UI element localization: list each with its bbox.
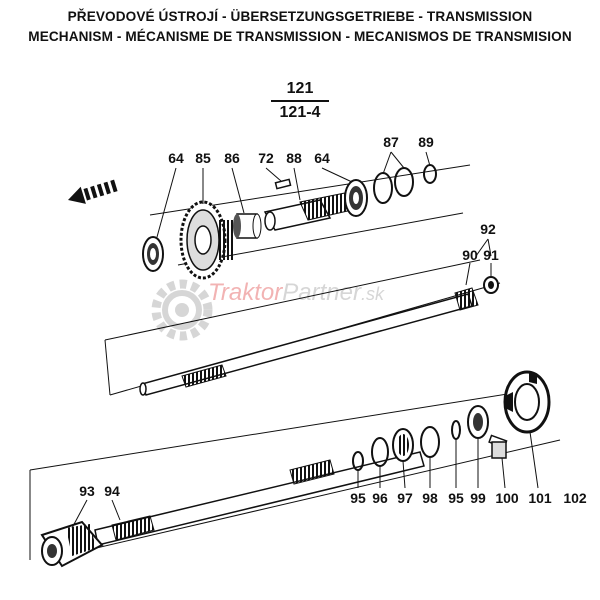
header-line-1: PŘEVODOVÉ ÚSTROJÍ - ÜBERSETZUNGSGETRIEBE… — [67, 9, 533, 24]
bearing-97 — [392, 428, 414, 462]
callout-64-right: 64 — [314, 150, 330, 166]
leader-lines — [71, 151, 539, 529]
callout-97: 97 — [397, 490, 413, 506]
watermark: TraktorPartner.sk — [151, 279, 385, 341]
callout-88: 88 — [286, 150, 302, 166]
model-number-top: 121 — [286, 80, 314, 97]
model-divider — [271, 100, 329, 102]
bearing-64-right — [344, 179, 368, 217]
main-shaft-upper — [139, 287, 479, 396]
lower-frame — [29, 387, 561, 561]
callout-91: 91 — [483, 247, 499, 263]
ring-87-a — [373, 172, 393, 204]
bearing-64-left — [142, 236, 164, 272]
callout-64-left: 64 — [168, 150, 184, 166]
callout-72: 72 — [258, 150, 274, 166]
bearing-99 — [467, 405, 489, 439]
watermark-text: TraktorPartner.sk — [208, 279, 385, 306]
header-line-2: MECHANISM - MÉCANISME DE TRANSMISSION - … — [28, 29, 572, 44]
callout-100: 100 — [495, 490, 519, 506]
callout-94: 94 — [104, 483, 120, 499]
callout-85: 85 — [195, 150, 211, 166]
callout-86: 86 — [224, 150, 240, 166]
ring-95-right — [451, 420, 461, 440]
nut-91 — [483, 276, 499, 294]
callout-87: 87 — [383, 134, 399, 150]
callout-95-left: 95 — [350, 490, 366, 506]
callout-92: 92 — [480, 221, 496, 237]
direction-arrow-icon — [68, 179, 118, 204]
watermark-gear-icon — [151, 279, 213, 341]
watermark-brand-a: Traktor — [208, 279, 283, 306]
model-number: 121 121-4 — [265, 80, 335, 122]
watermark-suffix: .sk — [361, 284, 385, 304]
gear-85 — [179, 200, 233, 280]
callout-102: 102 — [563, 490, 587, 506]
main-shaft-lower — [94, 451, 425, 546]
callout-89: 89 — [418, 134, 434, 150]
callout-95-right: 95 — [448, 490, 464, 506]
ring-89 — [423, 164, 437, 184]
callout-96: 96 — [372, 490, 388, 506]
callout-labels: 64 85 86 72 88 64 87 89 92 90 91 93 94 9… — [79, 134, 587, 506]
watermark-brand-b: Partner — [282, 279, 362, 306]
callout-90: 90 — [462, 247, 478, 263]
callout-98: 98 — [422, 490, 438, 506]
coupling-93 — [40, 520, 104, 568]
callout-93: 93 — [79, 483, 95, 499]
ring-98 — [420, 426, 440, 458]
housing-102 — [503, 370, 551, 434]
upper-assembly — [142, 164, 437, 280]
callout-101: 101 — [528, 490, 552, 506]
model-number-bottom: 121-4 — [279, 104, 321, 121]
splined-shaft-88 — [263, 192, 353, 231]
plug-101 — [491, 441, 507, 459]
key-72 — [274, 178, 292, 190]
bushing-86 — [233, 213, 262, 239]
ring-87-b — [394, 167, 414, 197]
callout-99: 99 — [470, 490, 486, 506]
